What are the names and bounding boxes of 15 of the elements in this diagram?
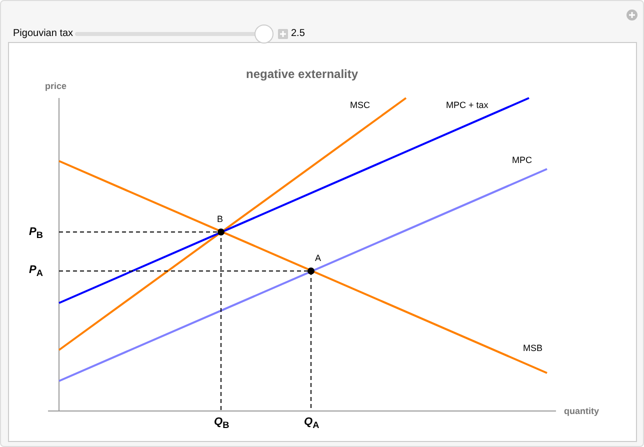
point-label: B (217, 215, 224, 224)
axis-tick-label: Q$_{A}$ (304, 417, 320, 430)
curve-label: MPC (512, 156, 532, 165)
slider-value: 2.5 (291, 29, 305, 39)
axis-tick-label: P$_{B}$ (29, 227, 43, 240)
axis-tick-label: P$_{A}$ (29, 265, 43, 278)
axis-title: price (45, 82, 67, 91)
axis-title: quantity (564, 407, 599, 416)
curve-label: MPC + tax (446, 101, 488, 110)
point-label: A (315, 254, 322, 263)
curve-label: MSB (523, 344, 543, 353)
chart-title: negative externality (246, 68, 358, 80)
axis-tick-label: Q$_{B}$ (214, 417, 230, 430)
slider-label: Pigouvian tax (13, 29, 74, 39)
curve-label: MSC (350, 101, 370, 110)
